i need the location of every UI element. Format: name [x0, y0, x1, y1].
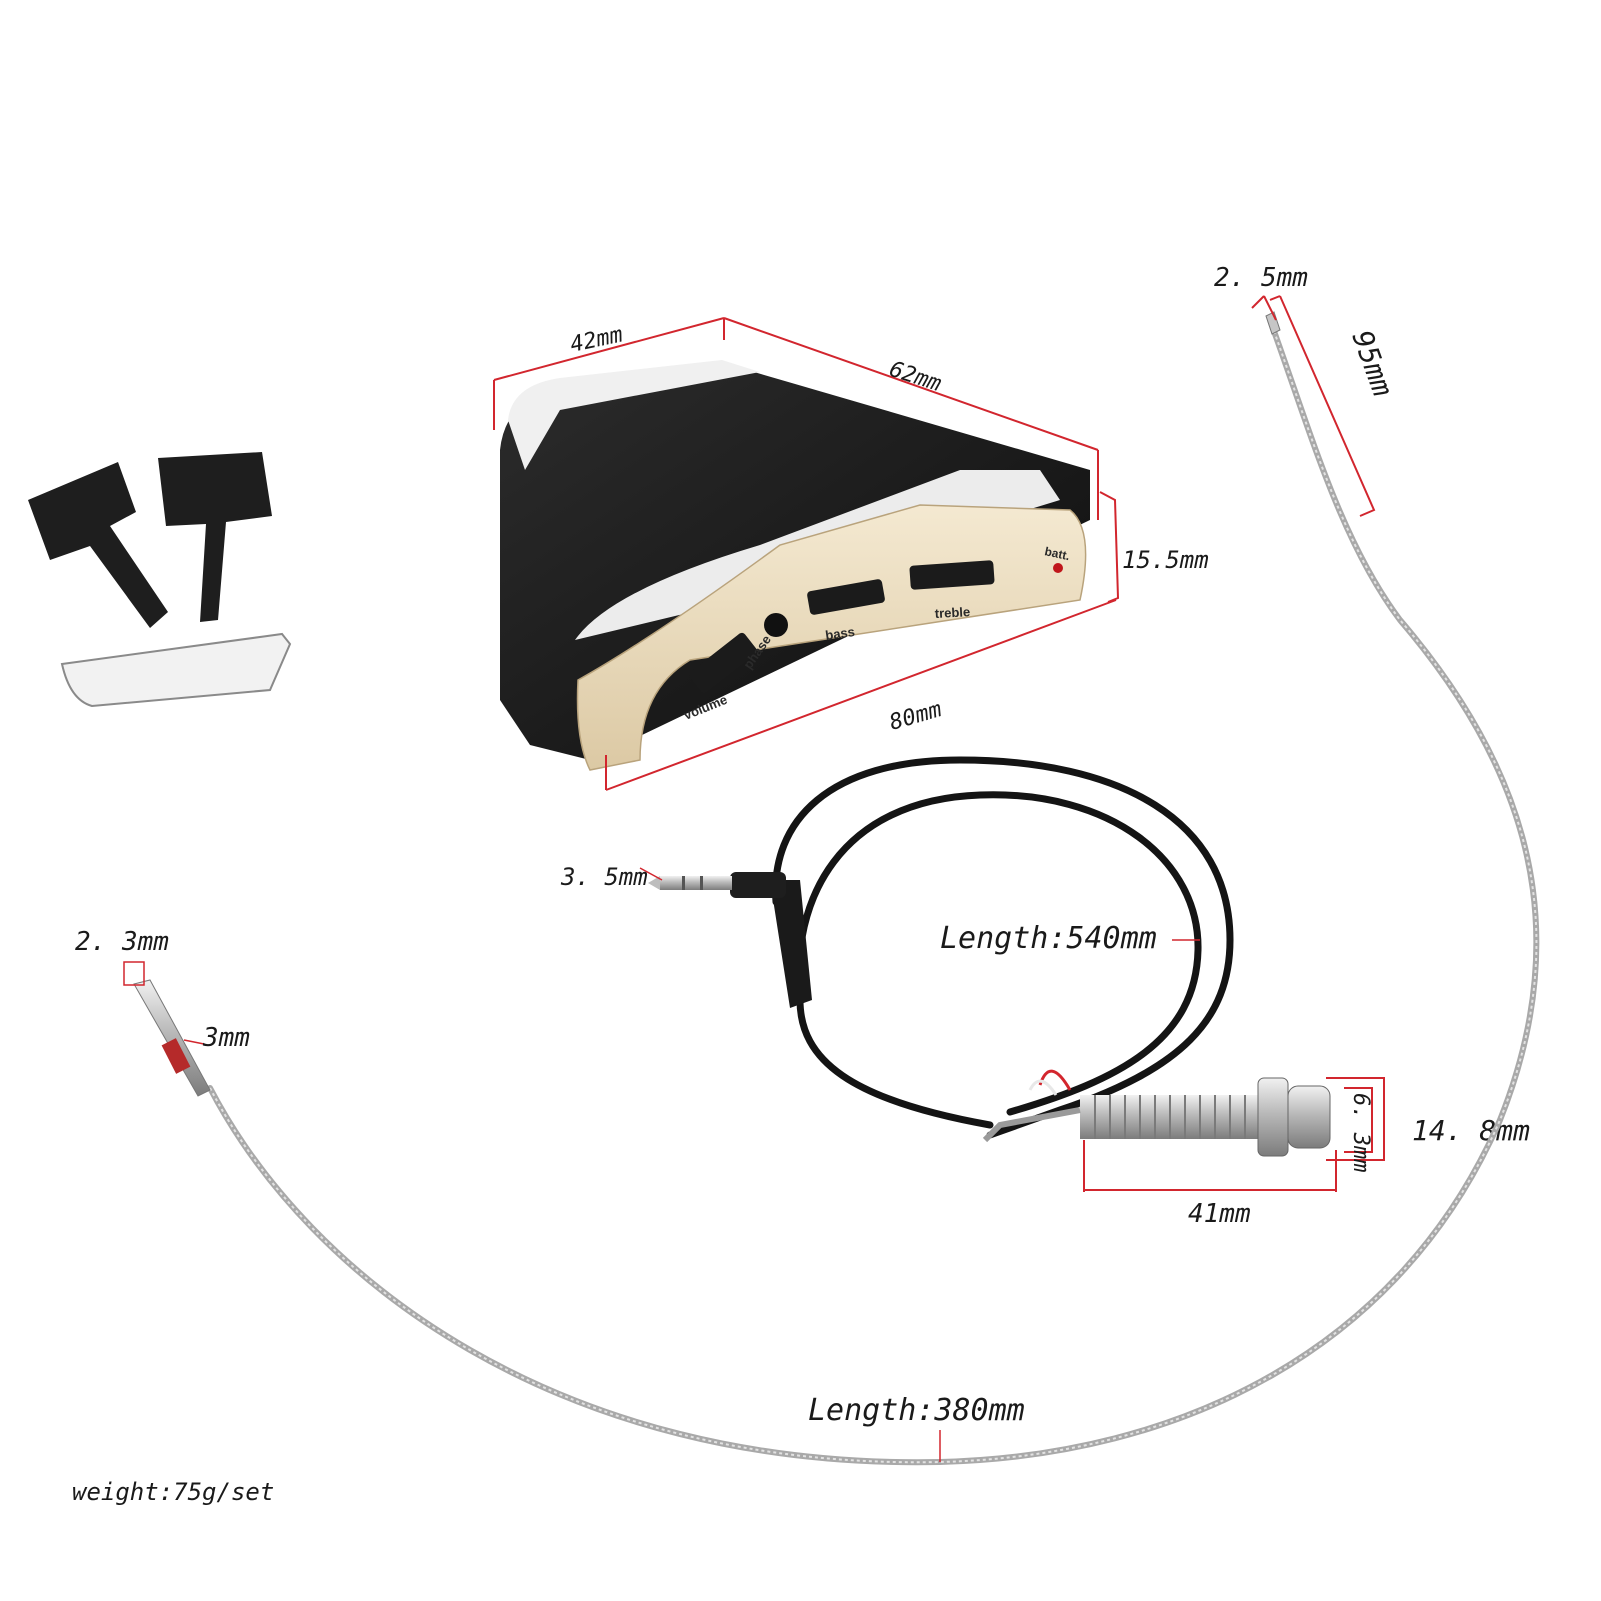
- dim-cable-length-black: Length:540mm: [940, 921, 1157, 956]
- phase-button[interactable]: [764, 613, 788, 637]
- label-batt: batt.: [1043, 544, 1071, 563]
- bass-slider[interactable]: [806, 579, 885, 616]
- adhesive-strip: [60, 632, 292, 708]
- black-cable-inner-loop: [795, 791, 1202, 1116]
- dim-jack-length: 41mm: [1188, 1199, 1251, 1229]
- foam-pad-right: [158, 452, 272, 622]
- dim-height-side: 15.5mm: [1122, 546, 1209, 574]
- foam-pad-accessories: [28, 452, 292, 708]
- dim-pickup-tip-length: 95mm: [1345, 326, 1399, 401]
- weight-label: weight:75g/set: [72, 1478, 274, 1506]
- label-treble: treble: [934, 604, 970, 621]
- treble-slider[interactable]: [909, 560, 995, 590]
- silver-cable-dimensions: [123, 295, 1376, 1462]
- dim-pickup-collar: 3mm: [202, 1023, 250, 1053]
- label-bass: bass: [824, 624, 855, 643]
- output-jack: [982, 1069, 1331, 1157]
- pickup-probe-top: [1265, 311, 1281, 335]
- dim-jack-outer: 14. 8mm: [1412, 1114, 1530, 1147]
- preamp-top-pad: [508, 360, 760, 470]
- dim-width-top: 42mm: [568, 322, 625, 357]
- dim-pickup-tip-left: 2. 3mm: [75, 927, 169, 957]
- preamp-dimensions: [493, 317, 1120, 791]
- black-cable: [772, 756, 1234, 1139]
- dim-plug-small: 3. 5mm: [560, 863, 648, 891]
- battery-led: [1053, 563, 1063, 573]
- dim-pickup-tip-top: 2. 5mm: [1214, 263, 1308, 293]
- black-cable-lower: [796, 996, 994, 1129]
- volume-slider[interactable]: [687, 631, 758, 695]
- pickup-probe-left: [133, 979, 211, 1097]
- mini-plug: [648, 872, 786, 898]
- black-cable-assembly: [648, 756, 1331, 1157]
- cable-strain-relief: [770, 880, 812, 1008]
- foam-pad-left: [28, 462, 168, 628]
- silver-pickup-cable: [133, 311, 1540, 1466]
- dim-jack-inner: 6. 3mm: [1348, 1093, 1373, 1172]
- dim-length-front: 80mm: [887, 697, 945, 736]
- black-cable-dimensions: [639, 867, 1385, 1192]
- dim-depth-top: 62mm: [886, 357, 944, 397]
- dim-cable-length-silver: Length:380mm: [808, 1393, 1025, 1428]
- preamp-unit: volume phase bass treble batt.: [500, 360, 1090, 771]
